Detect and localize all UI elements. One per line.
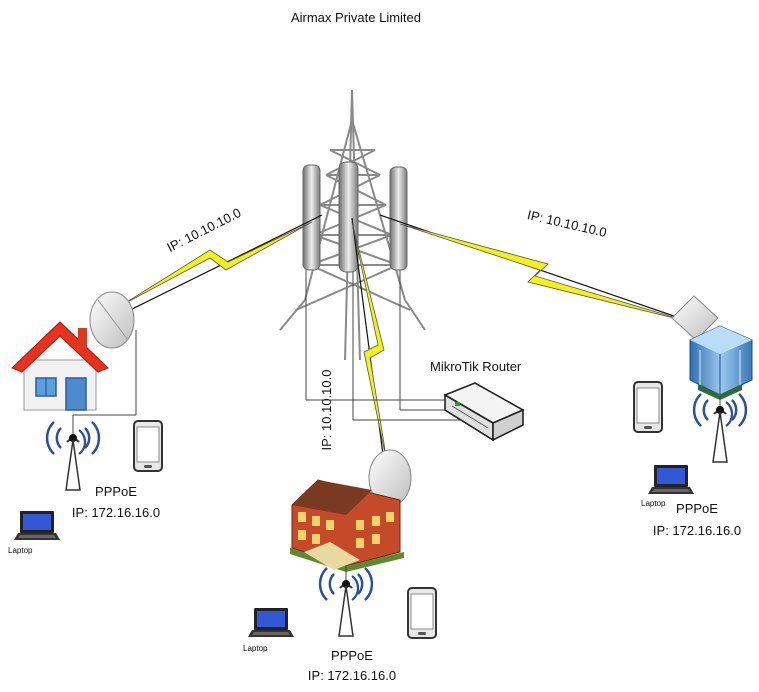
office-dish-icon: [671, 295, 719, 341]
router-cabling: [305, 270, 460, 421]
home-pppoe-label: PPPoE: [95, 484, 137, 499]
sector-antenna-center-icon: [338, 161, 359, 273]
campus-building-icon: [290, 479, 404, 572]
campus-phone-icon: [407, 587, 437, 639]
campus-ip-label: IP: 172.16.16.0: [308, 668, 396, 683]
campus-laptop-label: Laptop: [243, 644, 268, 653]
office-pppoe-label: PPPoE: [676, 501, 718, 516]
center-link-ip: IP: 10.10.10.0: [319, 370, 334, 451]
home-phone-icon: [133, 420, 163, 472]
router-label: MikroTik Router: [430, 359, 522, 374]
office-ip-label: IP: 172.16.16.0: [653, 523, 741, 538]
diagram-title: Airmax Private Limited: [291, 10, 421, 25]
office-laptop-label: Laptop: [641, 499, 666, 508]
home-dish-icon: [89, 291, 135, 349]
wireless-link-right: [379, 214, 701, 326]
home-icon: [11, 321, 109, 411]
campus-laptop-icon[interactable]: [248, 608, 294, 637]
home-laptop-icon[interactable]: [14, 511, 60, 540]
sector-antenna-right-icon: [389, 166, 408, 271]
home-ip-label: IP: 172.16.16.0: [72, 505, 160, 520]
office-phone-icon: [633, 381, 663, 433]
office-laptop-icon[interactable]: [648, 465, 694, 494]
left-link-ip: IP: 10.10.10.0: [164, 205, 243, 255]
campus-pppoe-label: PPPoE: [331, 648, 373, 663]
home-laptop-label: Laptop: [8, 546, 33, 555]
office-building-icon: [689, 325, 753, 400]
right-link-ip: IP: 10.10.10.0: [526, 207, 608, 240]
sector-antenna-left-icon: [302, 164, 321, 271]
mikrotik-router-icon[interactable]: [443, 382, 525, 442]
